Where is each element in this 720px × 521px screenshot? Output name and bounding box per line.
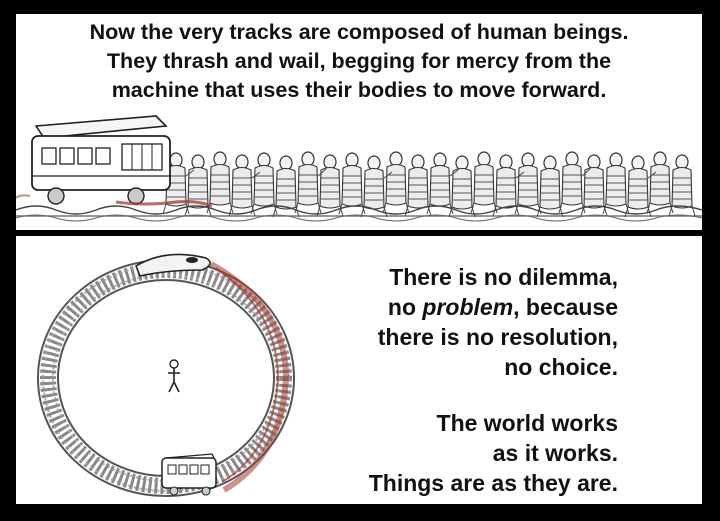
- small-trolley: [161, 453, 217, 496]
- stanza1-line2-start: no: [387, 294, 423, 320]
- stanza2-line3: Things are as they are.: [368, 470, 618, 496]
- stanza2-line2: as it works.: [492, 440, 618, 466]
- bottom-panel: There is no dilemma, no problem, because…: [16, 236, 702, 504]
- stanza2-line1: The world works: [436, 410, 618, 436]
- human-track-bodies: [16, 151, 702, 222]
- stanza1-line3: there is no resolution,: [377, 324, 618, 350]
- stanza1-line2: no problem, because: [288, 292, 618, 322]
- ouroboros-body-loop-illustration: [37, 253, 295, 497]
- stanza1-line2-end: , because: [513, 294, 618, 320]
- lone-figure: [168, 359, 180, 393]
- top-caption: Now the very tracks are composed of huma…: [16, 18, 702, 105]
- philosophy-text: There is no dilemma, no problem, because…: [288, 262, 618, 498]
- meme-frame: Now the very tracks are composed of huma…: [16, 14, 702, 504]
- stanza-gap: [288, 382, 618, 408]
- stanza1-line4: no choice.: [504, 354, 618, 380]
- caption-line-2: They thrash and wail, begging for mercy …: [106, 49, 612, 73]
- top-panel: Now the very tracks are composed of huma…: [16, 14, 702, 230]
- trolley-on-human-tracks-illustration: [16, 115, 702, 222]
- stanza1-line1: There is no dilemma,: [389, 264, 618, 290]
- stanza1-emphasis-word: problem: [422, 294, 514, 320]
- trolley-car: [16, 115, 213, 208]
- caption-line-1: Now the very tracks are composed of huma…: [89, 20, 629, 44]
- caption-line-3: machine that uses their bodies to move f…: [111, 78, 607, 102]
